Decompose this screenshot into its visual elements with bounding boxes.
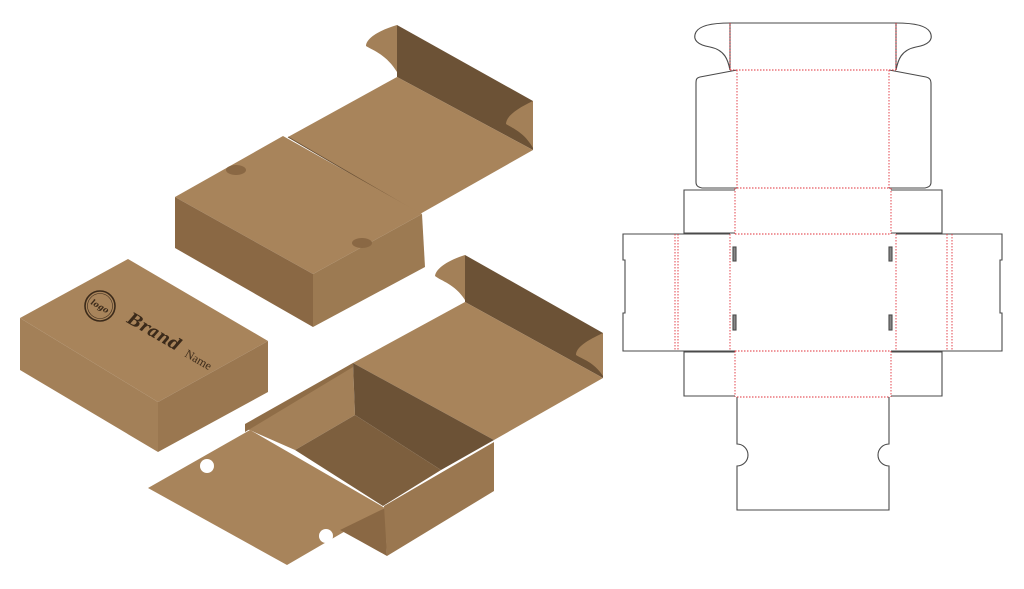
cut-lines <box>622 22 1003 511</box>
box-left-face <box>175 197 313 327</box>
box-right-face <box>313 214 425 327</box>
dieline <box>622 22 1003 511</box>
crease-vertical <box>729 23 897 397</box>
lid-ear-left <box>366 25 397 72</box>
box-top-face <box>20 259 268 402</box>
flap-notch <box>200 459 214 473</box>
box-open-lid-top <box>175 25 533 327</box>
slot <box>888 314 893 331</box>
slot <box>888 246 893 262</box>
lid-ear-right <box>506 101 533 148</box>
slot <box>732 246 737 262</box>
box-fully-open <box>148 255 603 565</box>
lid-flap-left <box>695 69 738 189</box>
lid-ear-right <box>576 333 603 376</box>
logo-ring <box>84 290 116 322</box>
logo-ring-inner <box>87 293 113 319</box>
base-side-right <box>891 233 1003 352</box>
lid-panel <box>353 302 603 440</box>
tuck-ear-left <box>694 22 731 71</box>
side-wall-edge <box>245 363 353 432</box>
crease-lines <box>674 23 953 398</box>
lid-panel <box>288 77 533 214</box>
thumb-hole <box>226 165 246 175</box>
back-wall-flaps <box>683 189 943 234</box>
box-front-wall <box>384 442 494 556</box>
side-flap-dark <box>340 508 387 556</box>
inner-back-left-wall <box>245 363 355 450</box>
crease-horizontal <box>730 69 896 398</box>
flap-notch <box>319 529 333 543</box>
lid-back-wall <box>465 255 603 378</box>
crease-side-panels <box>674 234 953 351</box>
tuck-flap-cut <box>729 22 897 70</box>
base-side-left <box>622 233 735 352</box>
box-left-face <box>20 318 158 452</box>
front-tuck-cut <box>736 397 890 511</box>
box-right-face <box>158 341 268 452</box>
slot <box>732 314 737 331</box>
tuck-ear-right <box>895 22 932 71</box>
lid-ear-left <box>435 255 465 300</box>
box-closed-branded: logo Brand Name <box>20 259 268 452</box>
thumb-hole <box>352 238 372 248</box>
lid-flap-right <box>888 69 932 189</box>
inner-floor <box>295 415 441 506</box>
lid-back-wall <box>397 25 533 150</box>
inner-back-right-wall <box>353 363 494 470</box>
front-wall-flaps <box>683 351 943 397</box>
